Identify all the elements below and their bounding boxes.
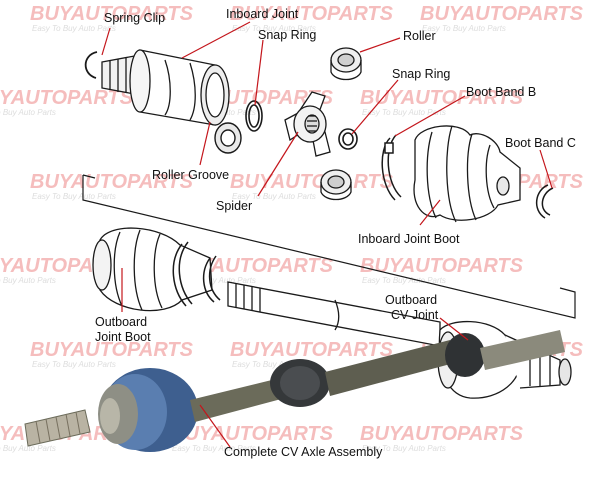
leader-boot-band-b [394, 95, 466, 137]
watermark-brand-7: BUYAUTOPARTS [230, 171, 394, 193]
label-outboard-joint-boot-line2: Joint Boot [95, 330, 151, 344]
leader-inboard-boot [419, 199, 441, 226]
leader-outboard-cv [439, 317, 469, 341]
snap-ring-1-part [245, 100, 263, 132]
leader-boot-band-c [539, 149, 553, 189]
watermark-tagline-11: Easy To Buy Auto Parts [362, 276, 446, 285]
watermark-tagline-10: Easy To Buy Auto Parts [172, 276, 256, 285]
spring-clip-part [84, 51, 98, 79]
watermark-brand-2: BUYAUTOPARTS [420, 3, 584, 25]
leader-inboard-joint [181, 21, 251, 59]
roller-part-top [330, 47, 362, 81]
complete-assembly-image [24, 330, 565, 452]
label-complete-assembly: Complete CV Axle Assembly [224, 445, 383, 459]
leader-spider [257, 131, 299, 197]
leader-spring-clip [101, 27, 111, 56]
watermark-tagline-7: Easy To Buy Auto Parts [232, 192, 316, 201]
watermark-brand-5: BUYAUTOPARTS [360, 87, 524, 109]
watermark-tagline-17: Easy To Buy Auto Parts [362, 444, 446, 453]
spider-part [284, 91, 331, 157]
label-boot-band-b: Boot Band B [466, 85, 537, 99]
roller-part-bottom [320, 169, 352, 201]
label-snap-ring-2: Snap Ring [392, 67, 451, 81]
label-roller: Roller [403, 29, 436, 43]
watermark-tagline-6: Easy To Buy Auto Parts [32, 192, 116, 201]
roller-groove-part [214, 122, 242, 154]
watermark-tagline-13: Easy To Buy Auto Parts [232, 360, 316, 369]
watermark-brand-1: BUYAUTOPARTS [230, 3, 394, 25]
outboard-joint-boot-part [92, 227, 213, 312]
leader-snap-ring-2 [351, 79, 399, 135]
label-outboard-joint-boot-line1: Outboard [95, 315, 148, 329]
boot-band-b-part [381, 134, 402, 201]
leader-assembly [199, 404, 231, 448]
outboard-boot-bands [172, 241, 221, 307]
watermark-tagline-15: Easy To Buy Auto Parts [0, 444, 56, 453]
exploded-view-frame [82, 174, 576, 319]
watermark-tagline-12: Easy To Buy Auto Parts [32, 360, 116, 369]
inboard-joint-boot-part [413, 125, 521, 223]
watermark-brand-11: BUYAUTOPARTS [360, 255, 524, 277]
label-outboard-cv-joint-line1: Outboard [385, 293, 438, 307]
watermark-tagline-2: Easy To Buy Auto Parts [422, 24, 506, 33]
leader-snap-ring-1 [254, 39, 264, 106]
watermark-tagline-1: Easy To Buy Auto Parts [232, 24, 316, 33]
label-spring-clip: Spring Clip [104, 11, 166, 25]
watermark-brand-12: BUYAUTOPARTS [30, 339, 194, 361]
boot-band-c-part [536, 184, 554, 219]
watermark-tagline-5: Easy To Buy Auto Parts [362, 108, 446, 117]
watermark-tagline-16: Easy To Buy Auto Parts [172, 444, 256, 453]
snap-ring-2-part [338, 128, 358, 150]
leader-roller [359, 37, 401, 53]
watermark-brand-16: BUYAUTOPARTS [170, 423, 334, 445]
label-inboard-joint-boot: Inboard Joint Boot [358, 232, 460, 246]
watermark-tagline-3: Easy To Buy Auto Parts [0, 108, 56, 117]
leader-roller-groove [199, 121, 211, 166]
watermark-brand-6: BUYAUTOPARTS [30, 171, 194, 193]
label-spider: Spider [216, 199, 253, 213]
label-boot-band-c: Boot Band C [505, 136, 576, 150]
watermark-brand-0: BUYAUTOPARTS [30, 3, 194, 25]
watermark-tagline-0: Easy To Buy Auto Parts [32, 24, 116, 33]
label-outboard-cv-joint-line2: CV Joint [391, 308, 439, 322]
leader-lines [101, 21, 553, 448]
watermark-brand-13: BUYAUTOPARTS [230, 339, 394, 361]
label-inboard-joint: Inboard Joint [226, 7, 299, 21]
watermark-brand-17: BUYAUTOPARTS [360, 423, 524, 445]
inboard-joint-part [101, 49, 230, 126]
watermark-brand-3: BUYAUTOPARTS [0, 87, 134, 109]
label-snap-ring-1: Snap Ring [258, 28, 317, 42]
label-roller-groove: Roller Groove [152, 168, 230, 182]
watermark-tagline-9: Easy To Buy Auto Parts [0, 276, 56, 285]
